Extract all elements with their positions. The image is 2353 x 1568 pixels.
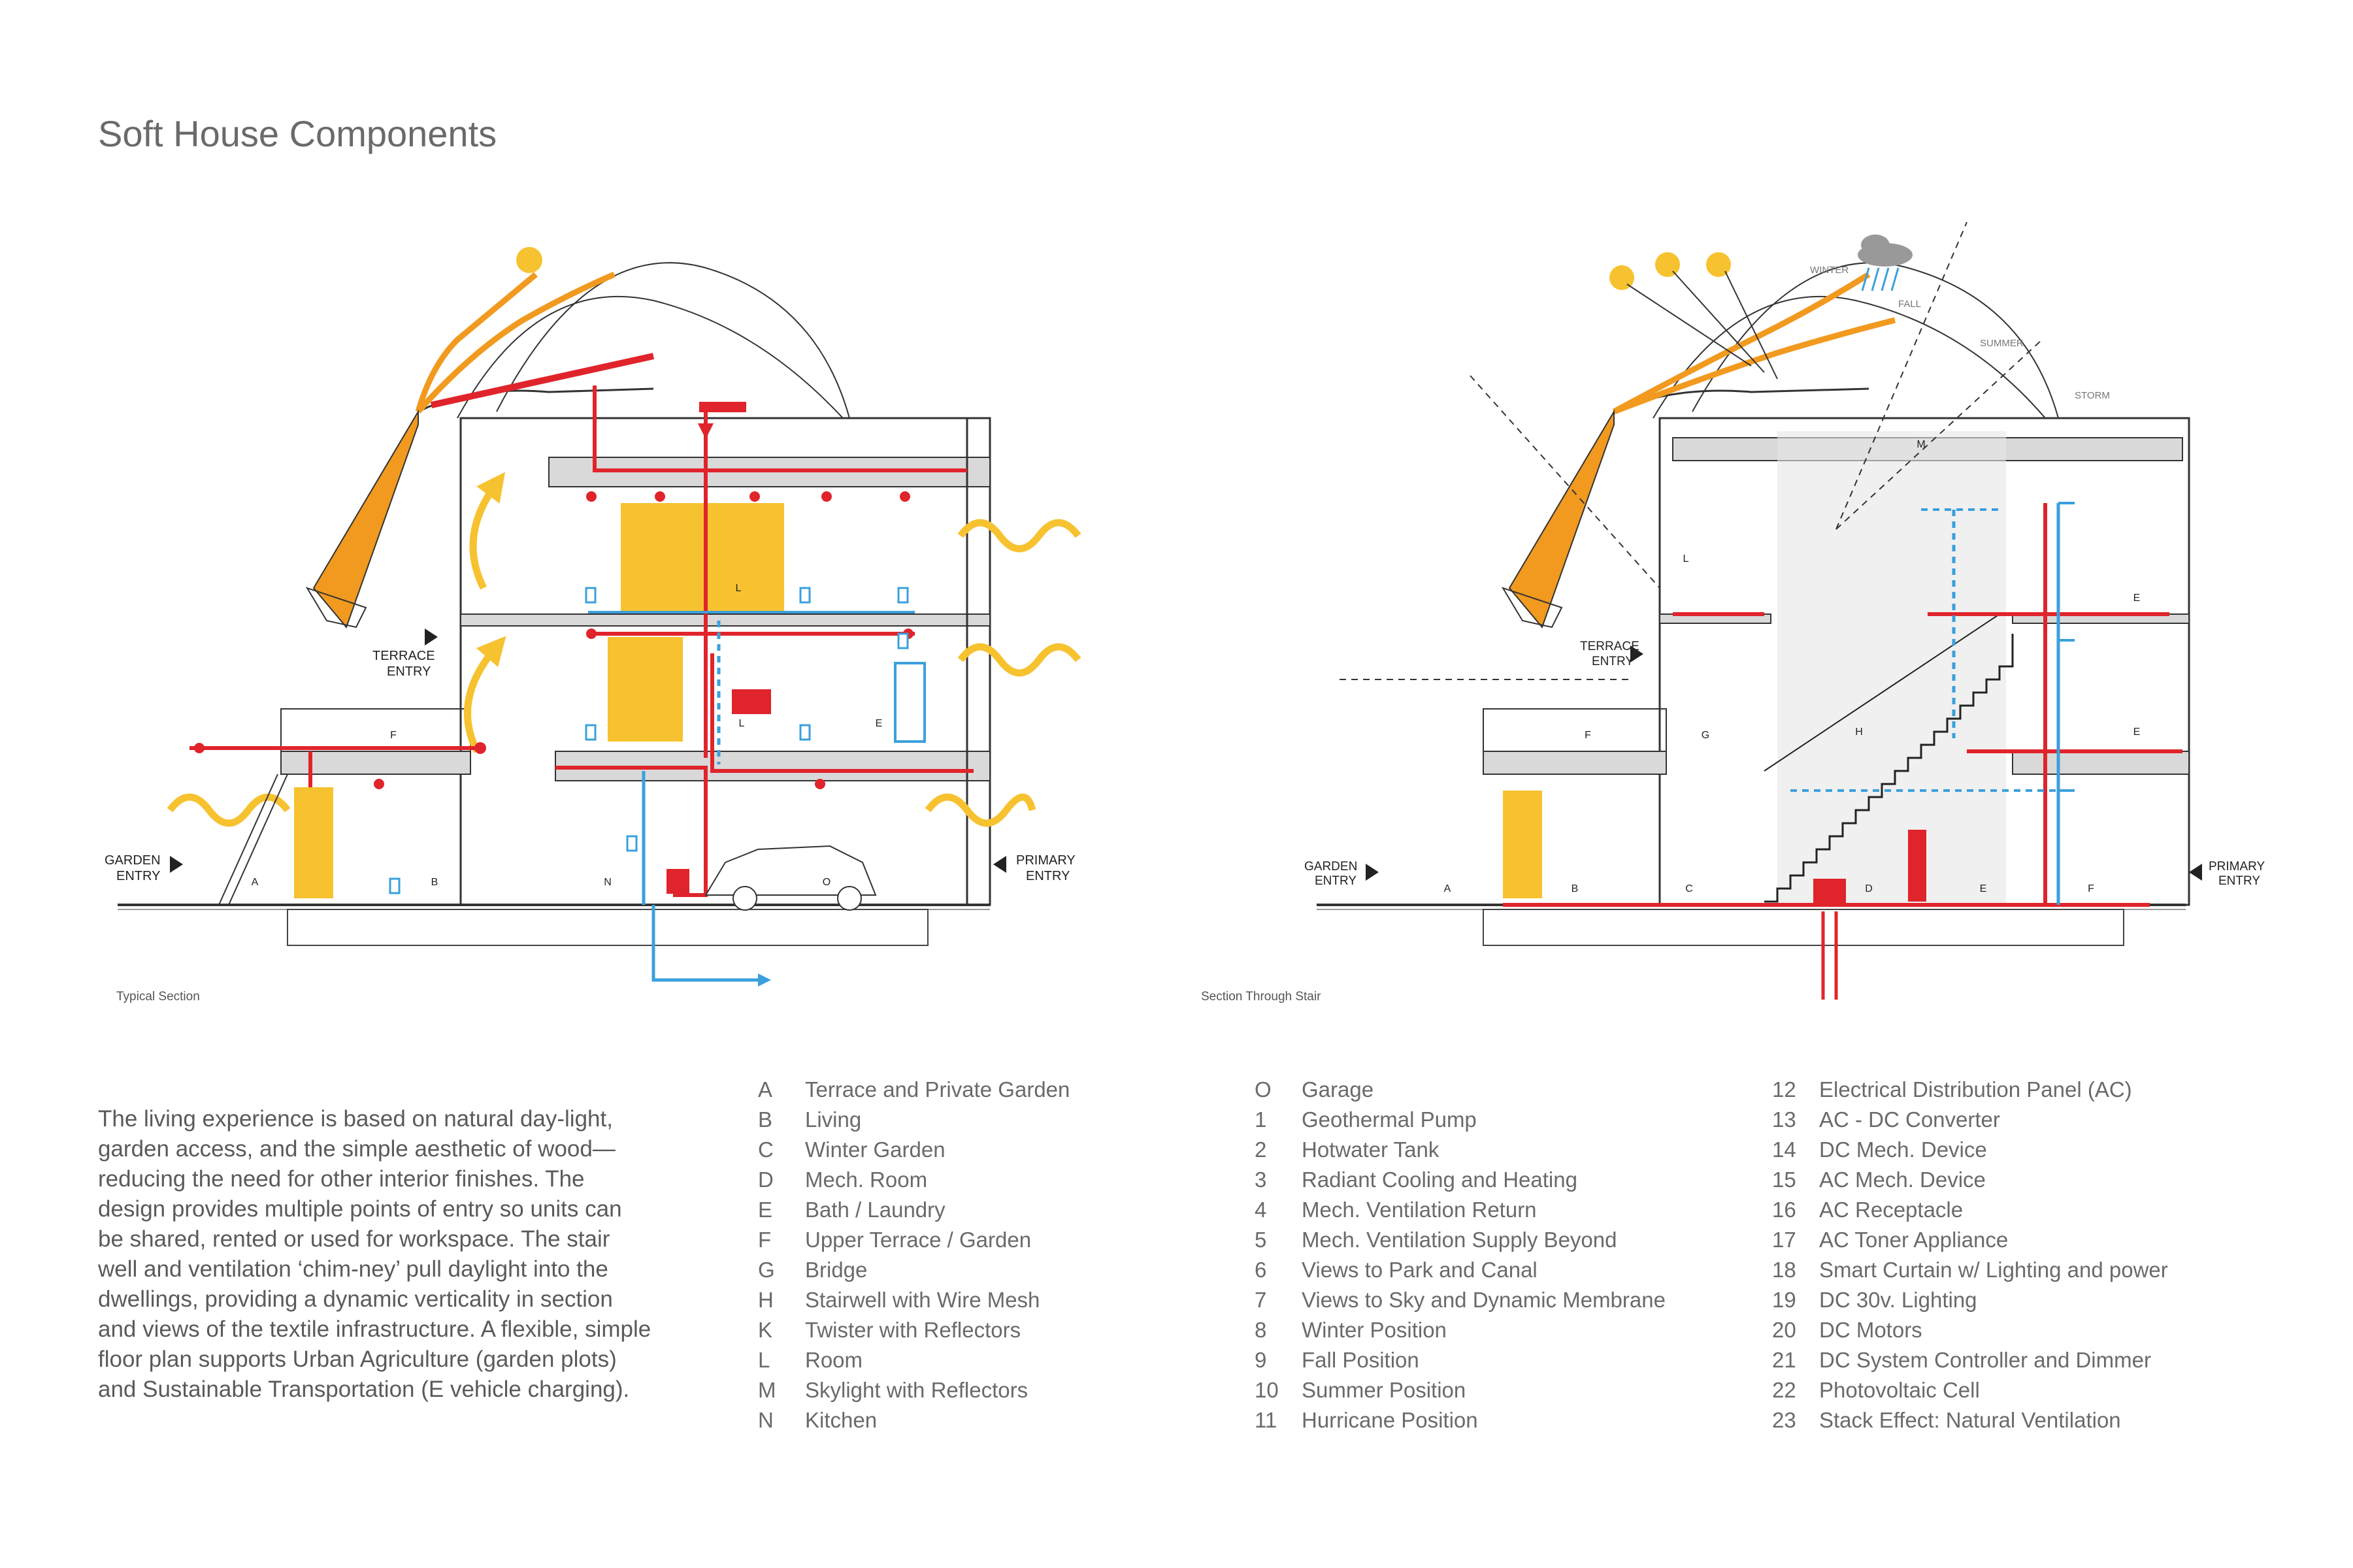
terrace-entry-label-right-2: ENTRY [1592,655,1634,668]
garden-entry-label-right-2: ENTRY [1315,874,1357,888]
garden-entry-label-right-1: GARDEN [1304,860,1357,874]
svg-text:L: L [1683,553,1689,564]
svg-text:C: C [1685,883,1693,894]
stair-section: GARDEN ENTRY TERRACE ENTRY PRIMARY ENTRY… [1304,221,2265,1000]
svg-text:A: A [252,877,259,888]
svg-text:F: F [1585,730,1591,741]
terrace-entry-label-1: TERRACE [372,649,435,663]
svg-text:H: H [1855,727,1863,738]
svg-text:L: L [736,583,742,594]
description-paragraph: The living experience is based on natura… [98,1106,651,1402]
page-title: Soft House Components [98,113,497,154]
svg-text:M: M [1917,439,1925,450]
primary-entry-label-2: ENTRY [1026,869,1070,883]
svg-text:G: G [1702,730,1709,741]
winter-label: WINTER [1810,265,1849,276]
primary-entry-label-right-2: ENTRY [2218,874,2260,888]
svg-text:B: B [1571,883,1579,894]
summer-label: SUMMER [1980,338,2024,349]
svg-text:E: E [1980,883,1987,894]
svg-text:E: E [2133,727,2141,738]
svg-text:F: F [2088,883,2094,894]
garden-entry-label-2: ENTRY [116,869,160,883]
typical-section: GARDEN ENTRY TERRACE ENTRY PRIMARY ENTRY… [105,247,1081,987]
terrace-entry-label-right-1: TERRACE [1580,640,1639,653]
caption-section-through-stair: Section Through Stair [1201,990,1321,1004]
svg-text:F: F [390,730,397,741]
primary-entry-label-right-1: PRIMARY [2209,860,2265,874]
svg-text:E: E [876,718,883,729]
caption-typical-section: Typical Section [116,990,200,1004]
svg-text:E: E [2133,593,2141,604]
storm-label: STORM [2075,390,2110,401]
fall-label: FALL [1898,299,1921,310]
svg-text:A: A [1444,883,1451,894]
garden-entry-label-1: GARDEN [105,853,161,868]
svg-text:B: B [431,877,438,888]
svg-text:L: L [739,718,745,729]
primary-entry-label-1: PRIMARY [1016,853,1076,868]
svg-text:N: N [604,877,612,888]
svg-text:D: D [1865,883,1873,894]
section-drawings: GARDEN ENTRY TERRACE ENTRY PRIMARY ENTRY… [105,221,2265,1000]
terrace-entry-label-2: ENTRY [387,664,431,679]
svg-text:O: O [823,877,831,888]
